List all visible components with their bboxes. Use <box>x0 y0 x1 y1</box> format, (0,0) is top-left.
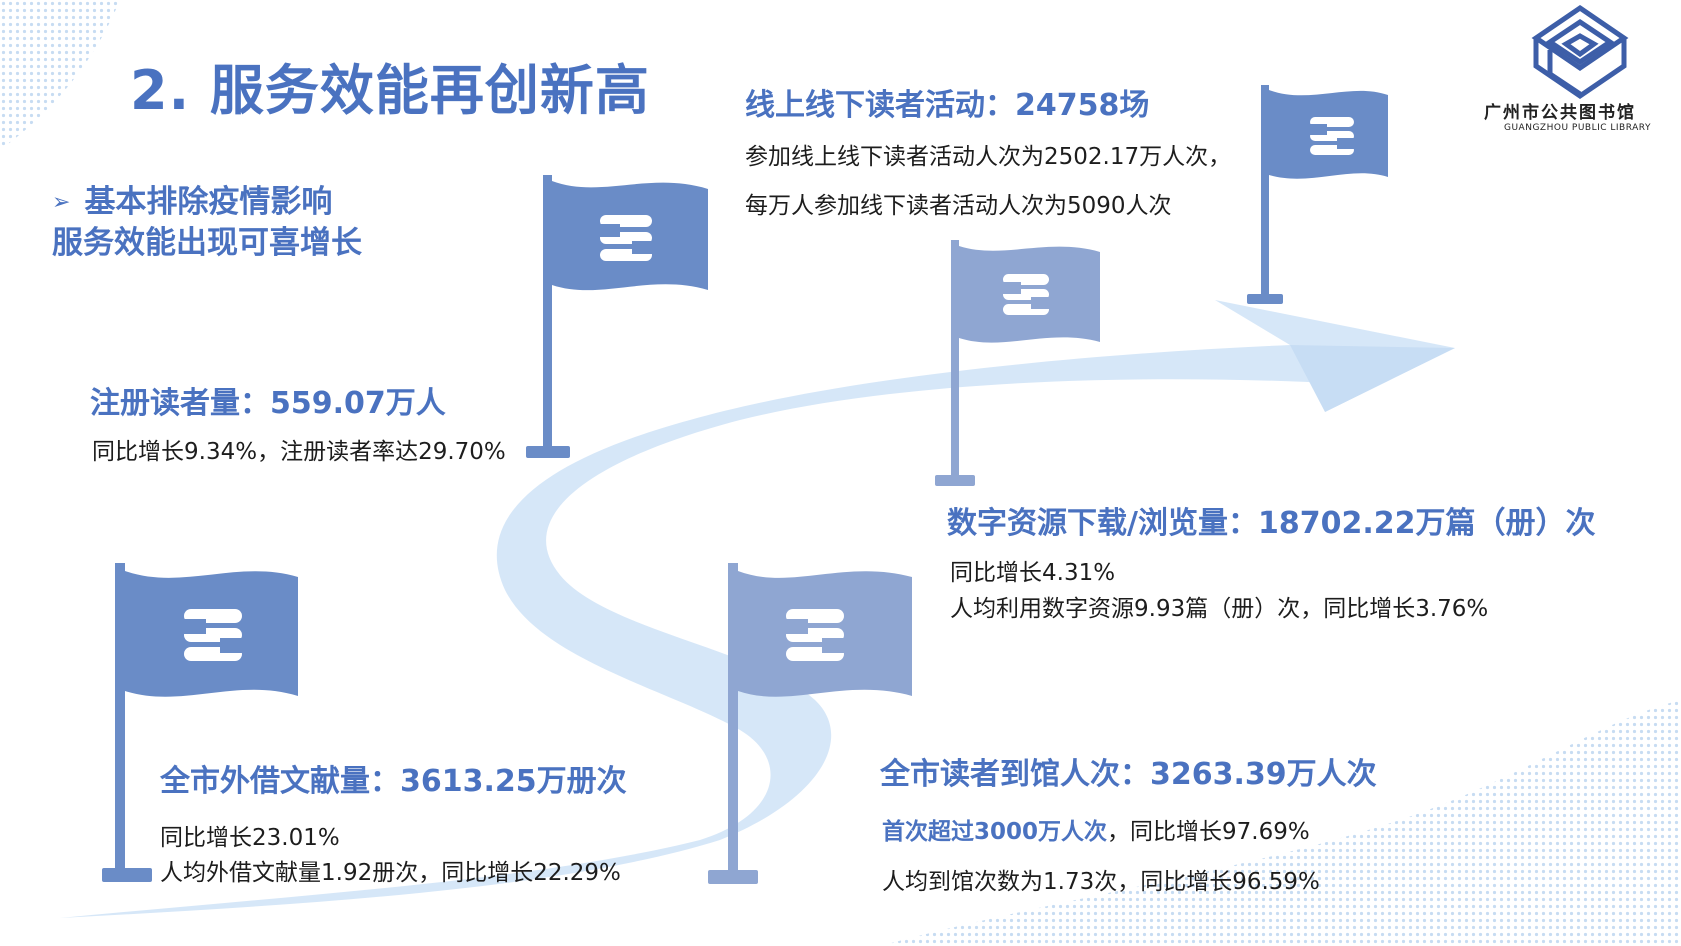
flag-icon <box>708 563 912 884</box>
lending-heading: 全市外借文献量：3613.25万册次 <box>160 764 627 799</box>
library-name-zh: 广州市公共图书馆 <box>1484 103 1636 123</box>
activities-heading: 线上线下读者活动：24758场 <box>745 88 1150 123</box>
readers-heading: 注册读者量：559.07万人 <box>90 386 446 421</box>
lending-line-1: 同比增长23.01% <box>160 825 340 851</box>
page-title: 2. 服务效能再创新高 <box>130 59 650 122</box>
library-name-en: GUANGZHOU PUBLIC LIBRARY <box>1504 123 1651 133</box>
visits-heading: 全市读者到馆人次：3263.39万人次 <box>880 757 1377 792</box>
visits-highlight: 首次超过3000万人次 <box>882 819 1108 845</box>
library-logo-mark <box>1531 4 1629 100</box>
digital-heading: 数字资源下载/浏览量：18702.22万篇（册）次 <box>947 506 1596 541</box>
flag-icon <box>102 563 298 882</box>
visits-line-1: 首次超过3000万人次，同比增长97.69% <box>882 812 1310 846</box>
activities-line-1: 参加线上线下读者活动人次为2502.17万人次， <box>745 144 1232 170</box>
intro-line-2: 服务效能出现可喜增长 <box>52 225 362 261</box>
readers-line-1: 同比增长9.34%，注册读者率达29.70% <box>92 439 506 465</box>
intro-line-1: 基本排除疫情影响 <box>84 184 333 220</box>
flag-icon <box>935 240 1100 486</box>
curved-arrow <box>60 300 1455 918</box>
intro-bullet: ➢ 基本排除疫情影响 服务效能出现可喜增长 <box>52 182 362 263</box>
flag-icon <box>1247 85 1388 304</box>
digital-line-1: 同比增长4.31% <box>950 560 1116 586</box>
arrow-bullet-icon: ➢ <box>52 190 71 215</box>
digital-line-2: 人均利用数字资源9.93篇（册）次，同比增长3.76% <box>950 596 1489 622</box>
visits-line-2: 人均到馆次数为1.73次，同比增长96.59% <box>882 869 1320 895</box>
lending-line-2: 人均外借文献量1.92册次，同比增长22.29% <box>160 860 621 886</box>
visits-line-1-rest: ，同比增长97.69% <box>1107 819 1310 845</box>
dot-pattern-top-left <box>0 0 120 150</box>
activities-line-2: 每万人参加线下读者活动人次为5090人次 <box>745 193 1172 219</box>
dot-pattern-bottom <box>880 700 1681 946</box>
flag-icon <box>526 175 708 458</box>
